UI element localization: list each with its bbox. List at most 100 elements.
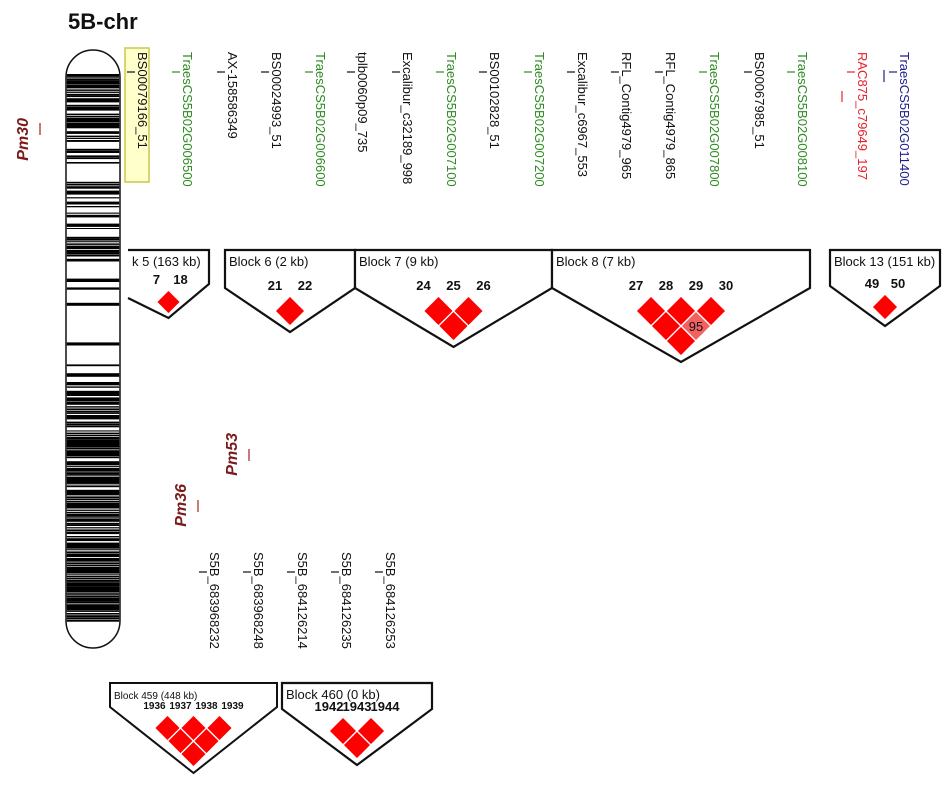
chromosome-band (66, 555, 120, 558)
marker-17: TraesCS5B02G011400 (889, 52, 912, 186)
chromosome-band (66, 588, 120, 592)
marker-11: RFL_Contig4979_965 (611, 52, 634, 179)
gene-label-pm30: Pm30 (15, 118, 32, 161)
chromosome-band (66, 397, 120, 401)
ld-block-outline (127, 248, 211, 320)
ld-block-marker-index: 28 (659, 278, 673, 293)
chromosome-band (66, 437, 120, 440)
ld-block-title: Block 13 (151 kb) (834, 254, 935, 269)
ld-block-marker-index: 49 (865, 276, 879, 291)
chromosome-band (66, 542, 120, 546)
chromosome-band (66, 456, 120, 459)
chromosome-band (66, 401, 120, 405)
chromosome-band (66, 520, 120, 522)
chromosome-band (66, 410, 120, 413)
chromosome-band (66, 80, 120, 84)
ld-cell (155, 289, 182, 315)
gene-label-pm53: Pm53 (224, 433, 241, 476)
ld-block-marker-index: 1944 (371, 699, 401, 714)
marker-label: TraesCS5B02G007100 (444, 52, 459, 187)
ld-block-marker-index: 30 (719, 278, 733, 293)
marker-label: S5B_684126253 (383, 552, 398, 649)
chromosome-band (66, 509, 120, 511)
chromosome-band (66, 96, 120, 98)
chromosome-band (66, 586, 120, 590)
chromosome-band (66, 190, 120, 194)
chromosome-band (66, 496, 120, 499)
chromosome-band (66, 549, 120, 551)
chromosome-band (66, 558, 120, 561)
ld-block-outline (828, 248, 942, 328)
chromosome-band (66, 423, 120, 426)
chromosome-band (66, 382, 120, 386)
marker-label: TraesCS5B02G006500 (180, 52, 195, 187)
ld-block-title: Block 6 (2 kb) (229, 254, 308, 269)
chromosome-band (66, 597, 120, 601)
chromosome-band (66, 118, 120, 121)
chromosome-band (66, 131, 120, 134)
chromosome-band (66, 544, 120, 548)
ld-block-title: Block 460 (0 kb) (286, 687, 380, 702)
marker-label: tplb0060p09_735 (355, 52, 370, 153)
chromosome-band (66, 287, 120, 290)
chromosome-band (66, 280, 120, 282)
chromosome-band (66, 137, 120, 139)
chromosome-band (66, 481, 120, 484)
chromosome-band (66, 124, 120, 128)
ld-block-marker-index: 25 (446, 278, 460, 293)
chromosome-band (66, 476, 120, 480)
chromosome-band (66, 201, 120, 205)
chromosome-band (66, 93, 120, 96)
marker-label: S5B_684126214 (295, 552, 310, 649)
marker-label: TraesCS5B02G008100 (795, 52, 810, 187)
marker-2: AX-158586349 (217, 52, 240, 139)
chromosome-band (66, 408, 120, 410)
chromosome-band (66, 228, 120, 229)
chromosome-band (66, 406, 120, 408)
chromosome-band (66, 474, 120, 476)
marker-14: BS00067985_51 (744, 52, 767, 149)
chromosome-band (66, 472, 120, 475)
chromosome-band (66, 434, 120, 437)
marker-3: BS00024993_51 (261, 52, 284, 149)
chromosome-band (66, 239, 120, 241)
marker-label: TraesCS5B02G006600 (313, 52, 328, 187)
marker-2: S5B_684126214 (287, 552, 310, 649)
chromosome-band (66, 74, 120, 77)
chromosome-band (66, 157, 120, 160)
chromosome-band (66, 470, 120, 472)
chromosome-band (66, 126, 120, 129)
chromosome-band (66, 599, 120, 602)
chromosome-band (66, 595, 120, 598)
marker-6: Excalibur_c32189_998 (392, 52, 415, 184)
chromosome-band (66, 439, 120, 442)
chromosome-band (66, 225, 120, 227)
chromosome-band (66, 483, 120, 485)
marker-label: Excalibur_c6967_553 (575, 52, 590, 177)
ld-block-title: Block 7 (9 kb) (359, 254, 438, 269)
gene-label-pm36: Pm36 (173, 484, 190, 527)
chromosome-band (66, 562, 120, 565)
chromosome-band (66, 186, 120, 189)
chromosome-band (66, 564, 120, 567)
chromosome-band (66, 505, 120, 508)
chromosome-band (66, 566, 120, 569)
ld-block-marker-index: 1939 (221, 701, 244, 712)
chromosome-band (66, 206, 120, 208)
chromosome-title: 5B-chr (68, 9, 138, 34)
chromosome-band (66, 529, 120, 532)
chromosome-band (66, 580, 120, 582)
chromosome-band (66, 494, 120, 496)
ld-block-marker-index: 7 (153, 272, 160, 287)
chromosome-band (66, 573, 120, 575)
chromosome-band (66, 393, 120, 396)
